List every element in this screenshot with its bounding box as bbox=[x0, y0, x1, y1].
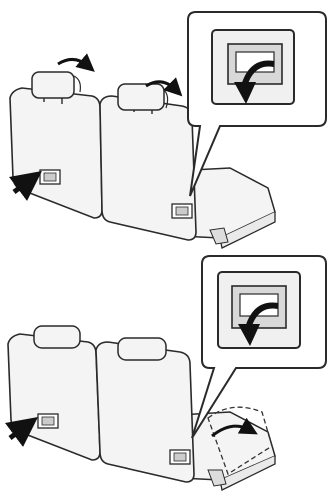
panel-top bbox=[10, 12, 326, 248]
panel-bottom bbox=[8, 256, 326, 490]
headrest-left-lowered bbox=[34, 326, 80, 348]
seatback-left-bottom bbox=[8, 334, 100, 460]
headrest-adjust-arrow-left-icon bbox=[58, 59, 88, 66]
headrest-right-lowered bbox=[118, 338, 166, 360]
release-button-left-bottom bbox=[38, 414, 58, 428]
headrest-right-raised bbox=[118, 84, 168, 114]
callout-bottom bbox=[192, 256, 326, 438]
release-button-right-top bbox=[172, 204, 192, 218]
release-button-right-bottom bbox=[170, 450, 190, 464]
seatback-left-top bbox=[10, 88, 102, 218]
release-button-left-top bbox=[40, 170, 60, 184]
